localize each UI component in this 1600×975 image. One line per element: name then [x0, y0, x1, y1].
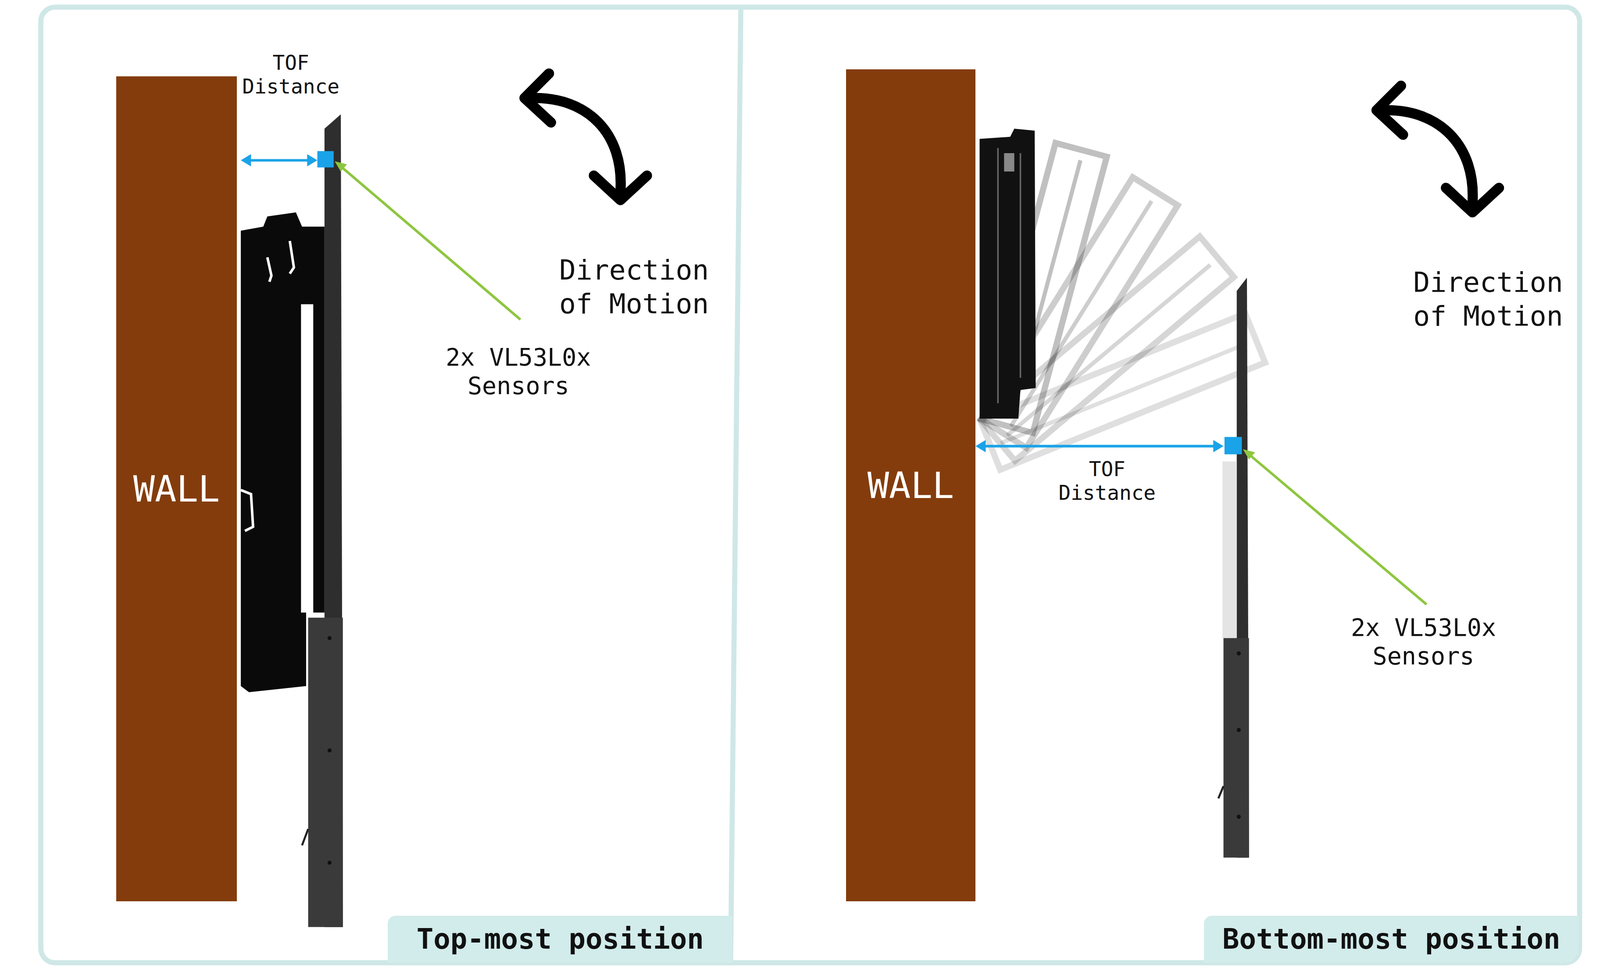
motion-label: Direction of Motion	[559, 253, 718, 322]
tv-stand-ghost	[1222, 461, 1237, 639]
tv-dot	[1236, 650, 1241, 655]
mount-line	[1019, 153, 1022, 378]
tv-dot	[327, 860, 332, 865]
tof-arrow	[975, 439, 1224, 453]
bracket-hook	[267, 257, 272, 282]
leader-head	[334, 161, 347, 172]
motion-label: Direction of Motion	[1413, 265, 1572, 334]
sensor-square	[317, 150, 334, 168]
motion-arrow	[524, 73, 647, 201]
leader-stroke	[1249, 453, 1427, 604]
motion-arrow	[1376, 85, 1499, 213]
measurement-label: TOF Distance	[239, 51, 343, 99]
leader-line	[334, 161, 521, 320]
position-title: Bottom-most position	[1222, 922, 1561, 955]
tv-stand	[308, 617, 343, 927]
tv-cable	[1218, 785, 1224, 799]
tof-arrow	[240, 153, 318, 167]
television	[1218, 277, 1250, 858]
leader-line	[1242, 449, 1427, 605]
tv-cable	[302, 828, 309, 845]
position-tab: Bottom-most position	[1203, 915, 1579, 963]
motion-head	[593, 175, 647, 200]
wall-block: WALL	[846, 69, 976, 901]
measurement-label: TOF Distance	[1055, 457, 1159, 505]
tof-line	[246, 158, 311, 162]
bracket-hook	[240, 489, 254, 531]
wall-block: WALL	[116, 76, 237, 901]
tv-dot	[1236, 814, 1241, 819]
arrow-head	[975, 439, 986, 453]
folded-mount	[979, 128, 1036, 419]
motion-head	[1446, 187, 1500, 213]
arrow-head	[307, 153, 318, 167]
leader-stroke	[340, 166, 521, 320]
television	[302, 114, 343, 927]
position-tab: Top-most position	[387, 915, 733, 963]
outer-frame	[40, 7, 1580, 963]
leader-head	[1242, 449, 1256, 460]
bracket-hook	[289, 240, 294, 274]
mount-line	[997, 147, 999, 404]
arrow-head	[240, 153, 251, 167]
tv-dot	[327, 747, 332, 752]
tv-dot	[1236, 727, 1241, 732]
sensor-square	[1224, 436, 1243, 455]
motion-head	[1376, 85, 1403, 135]
wall-label: WALL	[867, 464, 954, 507]
panel-divider	[730, 8, 741, 963]
motion-head	[524, 73, 551, 123]
wall-label: WALL	[133, 467, 220, 510]
mount-clip	[1003, 153, 1015, 172]
arrow-head	[1213, 439, 1224, 453]
position-title: Top-most position	[416, 922, 704, 955]
sensor-label: 2x VL53L0x Sensors	[1347, 613, 1500, 671]
bracket-slot	[300, 303, 314, 613]
tv-stand	[1223, 637, 1250, 858]
tv-dot	[327, 635, 332, 640]
tof-line	[981, 444, 1217, 448]
sensor-label: 2x VL53L0x Sensors	[442, 342, 595, 400]
mount-body	[979, 128, 1036, 419]
